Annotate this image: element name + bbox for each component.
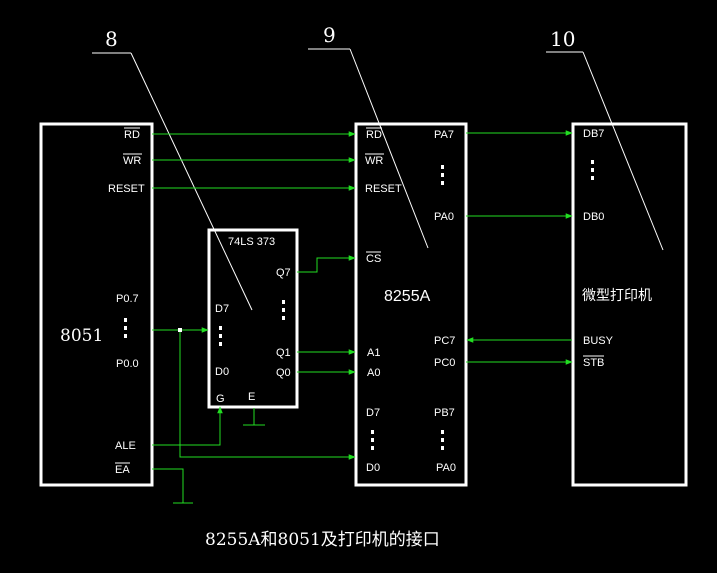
printer-name: 微型打印机 [582, 287, 652, 303]
pin-8051-ea: EA [115, 464, 130, 476]
pin-latch-q0: Q0 [276, 367, 291, 379]
pin-latch-q1: Q1 [276, 347, 291, 359]
pin-printer-db0: DB0 [583, 211, 604, 223]
pin-8051-wr: WR [123, 155, 141, 167]
pin-latch-d7: D7 [215, 303, 229, 315]
pin-8255-pc7: PC7 [434, 335, 455, 347]
callout-10: 10 [550, 27, 575, 51]
pin-latch-g: G [216, 393, 225, 405]
pin-8255-rd: RD [366, 129, 382, 141]
wire-ea-to-ground [152, 468, 184, 503]
ellipsis-latch-q [282, 300, 285, 304]
junction-p0 [178, 328, 182, 332]
pin-printer-db7: DB7 [583, 128, 604, 140]
pin-latch-d0: D0 [215, 366, 229, 378]
ellipsis-printer-db [591, 160, 594, 164]
diagram-caption: 8255A和8051及打印机的接口 [205, 530, 440, 550]
chip-8051-name: 8051 [60, 326, 103, 346]
ellipsis-8255-pa [441, 165, 444, 169]
ellipsis-latch-d [219, 326, 222, 330]
callout-8-leader [130, 52, 253, 311]
pin-8255-wr: WR [365, 155, 383, 167]
pin-8255-a1: A1 [367, 347, 380, 359]
wire-q7-to-cs [297, 255, 356, 273]
wire-ale-to-g [152, 406, 223, 446]
ellipsis-8051 [124, 318, 127, 322]
pin-printer-stb: STB [583, 357, 604, 369]
wire-p0-to-8255-data [179, 330, 356, 460]
pin-8051-ale: ALE [115, 440, 136, 452]
pin-8255-pb7: PB7 [434, 407, 455, 419]
pin-8255-reset: RESET [365, 183, 402, 195]
pin-8255-d7: D7 [366, 407, 380, 419]
callout-9-leader [349, 48, 429, 249]
callout-9: 9 [323, 23, 336, 47]
ellipsis-8255-pb [441, 430, 444, 434]
pin-8051-rd: RD [124, 129, 140, 141]
pin-latch-q7: Q7 [276, 267, 291, 279]
pin-8051-p07: P0.7 [116, 293, 139, 305]
pin-8255-pa7: PA7 [434, 129, 454, 141]
chip-8255a-box [354, 122, 468, 487]
latch-name: 74LS 373 [228, 236, 275, 248]
callout-10-leader [582, 51, 664, 251]
pin-8051-p00: P0.0 [116, 358, 139, 370]
pin-printer-busy: BUSY [583, 335, 614, 347]
printer-box [571, 122, 688, 487]
pin-8051-reset: RESET [108, 183, 145, 195]
pin-8255-a0: A0 [367, 367, 380, 379]
callout-8: 8 [105, 27, 118, 51]
pin-8255-d0: D0 [366, 462, 380, 474]
latch-74ls373-box [207, 228, 299, 409]
pin-8255-pc0: PC0 [434, 357, 455, 369]
pin-8255-cs: CS [366, 253, 381, 265]
pin-8255-pa0: PA0 [434, 211, 454, 223]
pin-8255-pb0: PA0 [436, 462, 456, 474]
pin-latch-e: E [248, 391, 255, 403]
ellipsis-8255-d [371, 430, 374, 434]
chip-8051-box [39, 122, 154, 487]
chip-8255a-name: 8255A [384, 288, 431, 305]
